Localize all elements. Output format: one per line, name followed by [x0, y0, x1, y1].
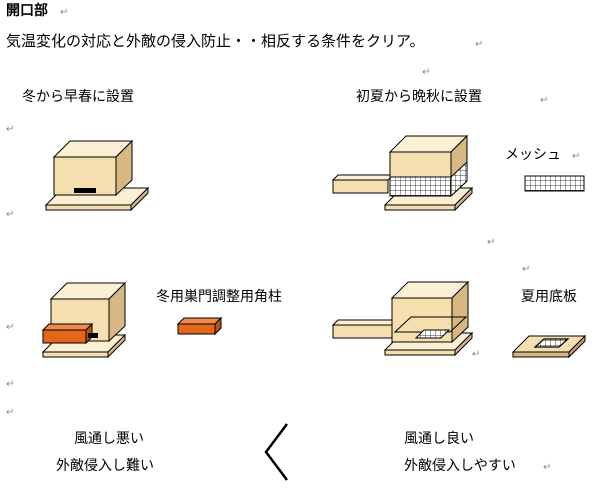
paragraph-mark: ↵ — [60, 7, 69, 18]
paragraph-mark: ↵ — [6, 322, 15, 333]
paragraph-mark: ↵ — [472, 349, 481, 360]
mesh-panel-drawing — [524, 175, 585, 192]
summer-hive-mesh-drawing — [331, 134, 474, 212]
intro-text: 気温変化の対応と外敵の侵入防止・・相反する条件をクリア。 — [6, 32, 425, 50]
summer-hive-plate-drawing — [331, 280, 474, 357]
summer-plate-drawing — [511, 334, 587, 359]
left-result-line2: 外敵侵入し難い — [56, 458, 154, 474]
paragraph-mark: ↵ — [540, 95, 549, 106]
paragraph-mark: ↵ — [487, 237, 496, 248]
right-result-line1: 風通し良い — [404, 431, 474, 447]
paragraph-mark: ↵ — [6, 124, 15, 135]
paragraph-mark: ↵ — [543, 462, 552, 473]
paragraph-mark: ↵ — [6, 209, 15, 220]
paragraph-mark: ↵ — [6, 379, 15, 390]
paragraph-mark: ↵ — [572, 151, 581, 162]
winter-caption: 冬から早春に設置 — [22, 89, 134, 105]
left-result-line1: 風通し悪い — [74, 431, 144, 447]
paragraph-mark: ↵ — [475, 39, 484, 50]
paragraph-mark: ↵ — [6, 407, 15, 418]
right-result-line2: 外敵侵入しやすい — [404, 458, 516, 474]
mesh-label: メッシュ — [505, 147, 561, 163]
summer-caption: 初夏から晩秋に設置 — [356, 89, 482, 105]
orange-block-drawing — [176, 316, 223, 336]
plate-label: 夏用底板 — [521, 289, 577, 305]
paragraph-mark: ↵ — [522, 264, 531, 275]
section-heading: 開口部 — [6, 3, 48, 19]
winter-hive-drawing — [44, 139, 150, 212]
block-label: 冬用巣門調整用角柱 — [156, 289, 282, 305]
winter-hive-block-drawing — [41, 281, 127, 359]
less-than-symbol — [264, 423, 288, 481]
paragraph-mark: ↵ — [422, 67, 431, 78]
